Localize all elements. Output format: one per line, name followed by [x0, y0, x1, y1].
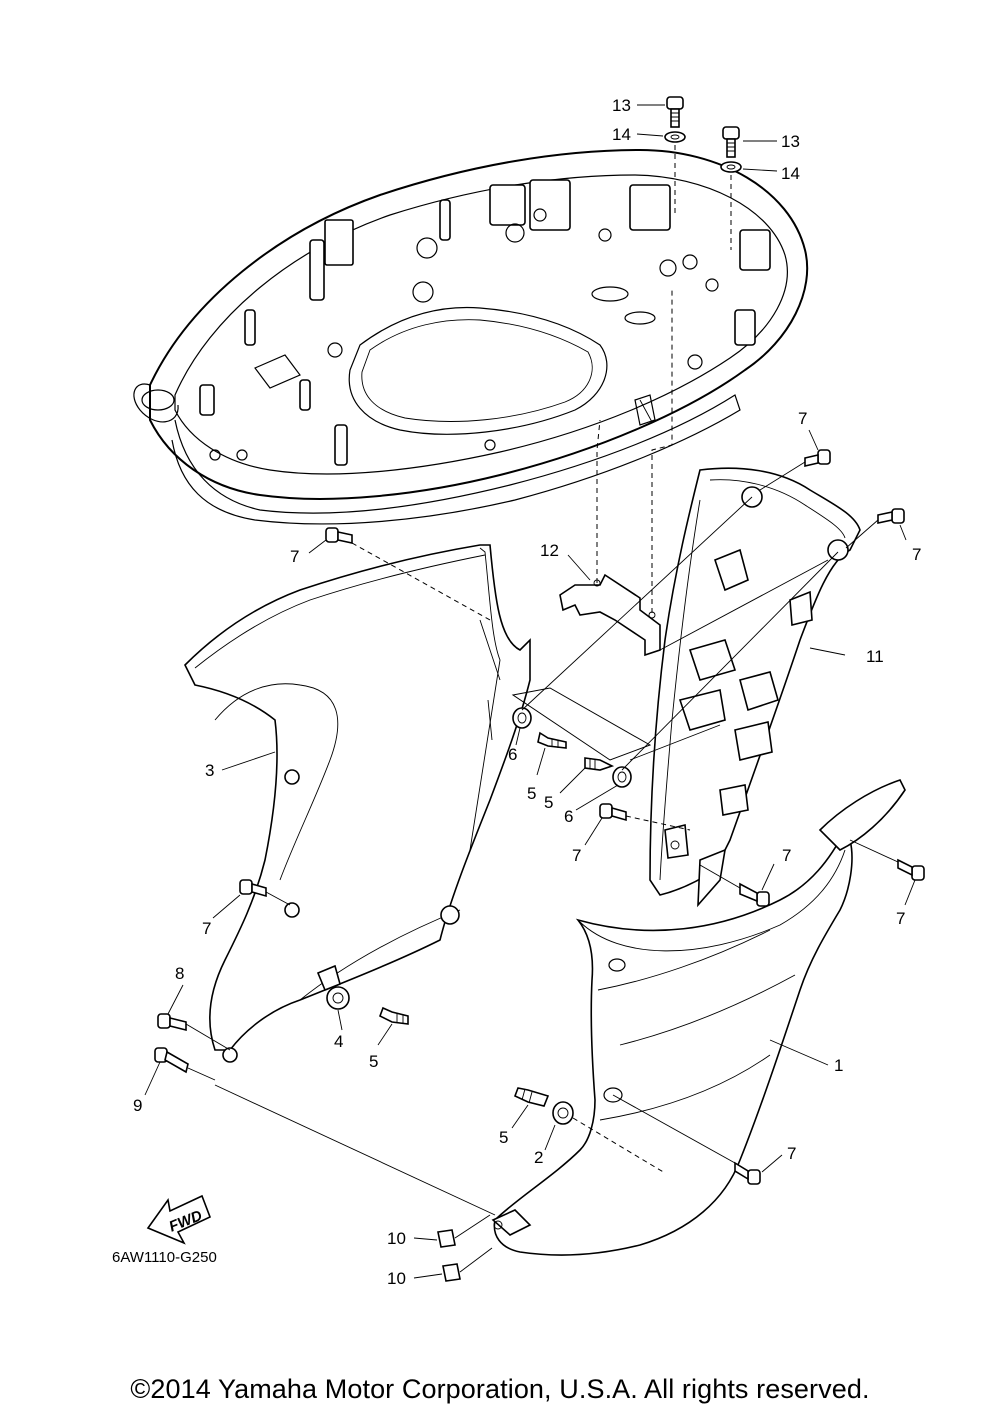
callout-5-b: 5: [544, 793, 553, 812]
bolt-7-far-right-icon: [877, 508, 905, 524]
callout-14-upper-right: 14: [781, 164, 800, 183]
bolt-13-right-icon: [722, 126, 740, 158]
callout-5-a: 5: [527, 784, 536, 803]
bolt-7-top-left-icon: [325, 527, 353, 544]
grommet-6-upper-icon: [512, 707, 532, 729]
callout-7-top-left: 7: [290, 547, 299, 566]
bolt-13-left-icon: [666, 96, 684, 128]
cowling-panel-1: [491, 779, 906, 1256]
grommet-2-icon: [552, 1101, 574, 1125]
callout-6-lower: 6: [564, 807, 573, 826]
callout-7-bottom: 7: [787, 1144, 796, 1163]
callout-8: 8: [175, 964, 184, 983]
callout-labels: 13 14 13 14 7 7 7 12 11 3 6 5 5 6 7 7 7 …: [133, 96, 921, 1288]
callout-11: 11: [866, 647, 884, 666]
washer-14-right-icon: [720, 161, 742, 173]
callout-6-upper: 6: [508, 745, 517, 764]
callout-3: 3: [205, 761, 214, 780]
bracket-12: [559, 573, 661, 657]
leader-lines: [144, 104, 916, 1279]
grommet-6-lower-icon: [612, 766, 632, 788]
callout-12: 12: [540, 541, 559, 560]
callout-4: 4: [334, 1032, 343, 1051]
callout-5-d: 5: [499, 1128, 508, 1147]
bolt-7-left-icon: [239, 879, 267, 898]
callout-7-left: 7: [202, 919, 211, 938]
washer-14-left-icon: [664, 131, 686, 143]
nut-10-upper-icon: [437, 1229, 456, 1248]
callout-7-mid: 7: [572, 846, 581, 865]
pin-5-d-icon: [513, 1087, 550, 1107]
callout-13-upper-right: 13: [781, 132, 800, 151]
bolt-8-icon: [157, 1013, 187, 1032]
forward-direction-arrow-icon: FWD: [146, 1194, 212, 1245]
cowling-panel-3: [184, 544, 531, 1063]
pin-5-a-icon: [537, 731, 567, 749]
callout-9: 9: [133, 1096, 142, 1115]
callout-7-top-right: 7: [798, 409, 807, 428]
callout-1: 1: [834, 1056, 843, 1075]
callout-10-upper: 10: [387, 1229, 406, 1248]
pin-5-c-icon: [378, 1006, 409, 1025]
callout-14-upper-left: 14: [612, 125, 631, 144]
callout-5-c: 5: [369, 1052, 378, 1071]
callout-7-far-right: 7: [912, 545, 921, 564]
drawing-code: 6AW1110-G250: [112, 1249, 217, 1266]
assembly-lines: [185, 461, 899, 1273]
callout-7-right-lower: 7: [782, 846, 791, 865]
bolt-7-bottom-icon: [734, 1161, 761, 1185]
bolt-7-mid-icon: [599, 803, 627, 822]
bottom-cowling-tray: [133, 148, 809, 525]
callout-13-upper-left: 13: [612, 96, 631, 115]
pin-5-b-icon: [584, 757, 615, 771]
bolt-7-top-right-icon: [804, 449, 831, 468]
callout-7-far-right-lower: 7: [896, 909, 905, 928]
bolt-7-right-lower-icon: [739, 882, 770, 907]
copyright-notice: ©2014 Yamaha Motor Corporation, U.S.A. A…: [130, 1374, 870, 1404]
callout-2: 2: [534, 1148, 543, 1167]
grommet-4-icon: [326, 986, 350, 1010]
nut-10-lower-icon: [442, 1263, 461, 1282]
bolt-9-icon: [154, 1047, 189, 1074]
callout-10-lower: 10: [387, 1269, 406, 1288]
bolt-7-far-right-lower-icon: [897, 858, 925, 881]
